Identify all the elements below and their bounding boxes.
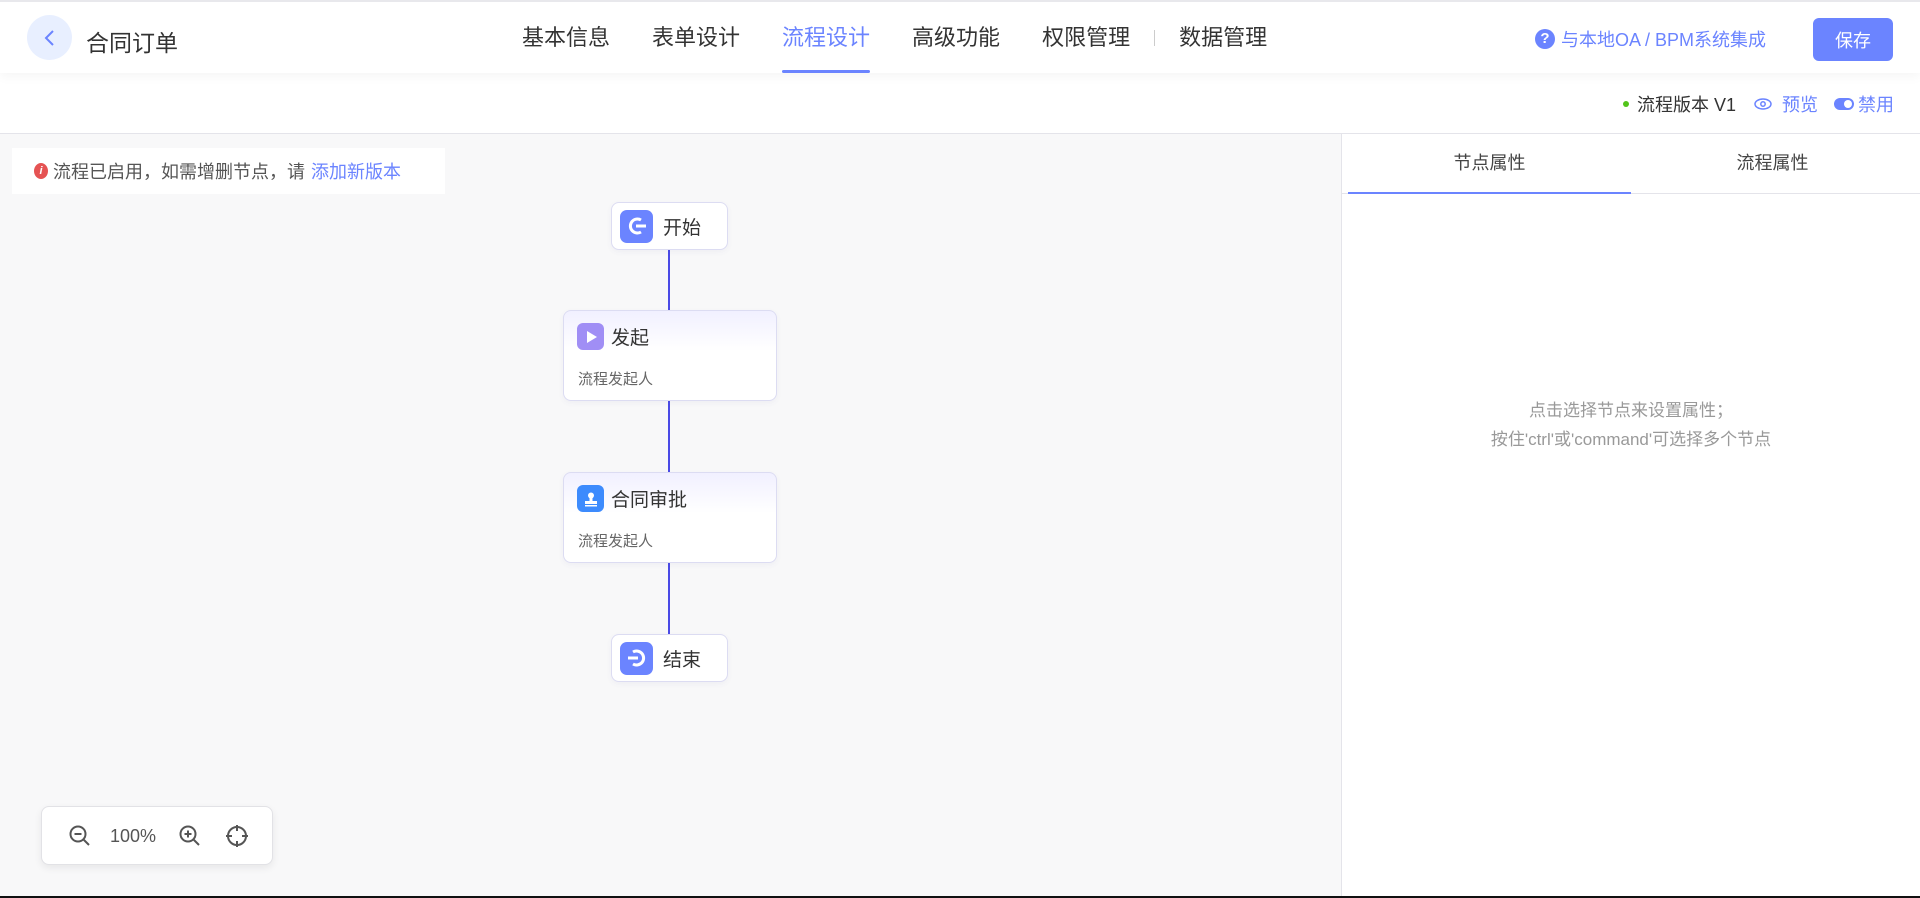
properties-panel: 节点属性 流程属性 点击选择节点来设置属性； 按住'ctrl'或'command… <box>1341 134 1920 896</box>
main-tabs: 基本信息 表单设计 流程设计 高级功能 权限管理 数据管理 <box>522 2 1309 73</box>
tab-data[interactable]: 数据管理 <box>1179 25 1268 50</box>
integration-label: 与本地OA / BPM系统集成 <box>1561 30 1767 50</box>
stamp-icon <box>577 485 604 512</box>
start-label: 开始 <box>663 217 702 239</box>
notice-text: 流程已启用，如需增删节点，请 <box>53 162 305 182</box>
zoom-out-icon[interactable] <box>68 824 92 848</box>
tab-permissions[interactable]: 权限管理 <box>1042 25 1131 50</box>
node-title: 合同审批 <box>611 490 688 511</box>
eye-icon <box>1754 98 1772 110</box>
placeholder-line-2: 按住'ctrl'或'command'可选择多个节点 <box>1490 430 1772 449</box>
toggle-icon <box>1834 98 1854 110</box>
question-icon: ? <box>1535 29 1555 49</box>
zoom-controls: 100% <box>41 806 273 865</box>
flow-toolbar: 流程版本 V1 预览 禁用 <box>0 73 1920 134</box>
tab-form-design[interactable]: 表单设计 <box>652 25 741 50</box>
connector-line <box>668 563 670 634</box>
tab-node-properties[interactable]: 节点属性 <box>1348 134 1631 194</box>
zoom-in-icon[interactable] <box>178 824 202 848</box>
end-icon <box>620 641 653 675</box>
placeholder-line-1: 点击选择节点来设置属性； <box>1529 401 1733 420</box>
tab-basic-info[interactable]: 基本信息 <box>522 25 611 50</box>
connector-line <box>668 250 670 310</box>
save-button[interactable]: 保存 <box>1813 18 1893 61</box>
integration-link[interactable]: ? 与本地OA / BPM系统集成 <box>1535 26 1766 52</box>
disable-toggle[interactable]: 禁用 <box>1834 91 1894 117</box>
end-node[interactable]: 结束 <box>611 634 728 682</box>
bottom-border <box>0 896 1920 898</box>
chevron-left-icon <box>44 29 54 46</box>
empty-placeholder: 点击选择节点来设置属性； 按住'ctrl'或'command'可选择多个节点 <box>1342 396 1920 454</box>
node-title: 发起 <box>611 328 650 349</box>
tab-divider <box>1154 29 1156 46</box>
top-header: 合同订单 基本信息 表单设计 流程设计 高级功能 权限管理 数据管理 ? 与本地… <box>0 0 1920 73</box>
flow-node-approval[interactable]: 合同审批 流程发起人 <box>563 472 777 563</box>
preview-label: 预览 <box>1782 95 1818 115</box>
fit-center-icon[interactable] <box>225 824 249 848</box>
end-label: 结束 <box>663 649 702 671</box>
connector-line <box>668 401 670 472</box>
page-title: 合同订单 <box>86 30 178 56</box>
flow-enabled-notice: i 流程已启用，如需增删节点，请 添加新版本 <box>12 148 445 194</box>
info-icon: i <box>34 163 48 179</box>
node-assignee: 流程发起人 <box>578 533 654 550</box>
flow-version: 流程版本 V1 <box>1636 95 1736 115</box>
tab-flow-design[interactable]: 流程设计 <box>782 2 871 73</box>
back-button[interactable] <box>27 15 72 60</box>
flow-node-initiate[interactable]: 发起 流程发起人 <box>563 310 777 401</box>
disable-label: 禁用 <box>1858 95 1894 115</box>
start-node[interactable]: 开始 <box>611 202 728 250</box>
node-assignee: 流程发起人 <box>578 371 654 388</box>
play-icon <box>577 323 604 350</box>
start-icon <box>620 209 653 243</box>
status-dot-icon <box>1622 101 1629 107</box>
add-version-link[interactable]: 添加新版本 <box>311 162 401 182</box>
zoom-level: 100% <box>110 826 157 846</box>
preview-button[interactable]: 预览 <box>1754 91 1818 117</box>
tab-advanced[interactable]: 高级功能 <box>912 25 1001 50</box>
tab-flow-properties[interactable]: 流程属性 <box>1736 153 1809 173</box>
